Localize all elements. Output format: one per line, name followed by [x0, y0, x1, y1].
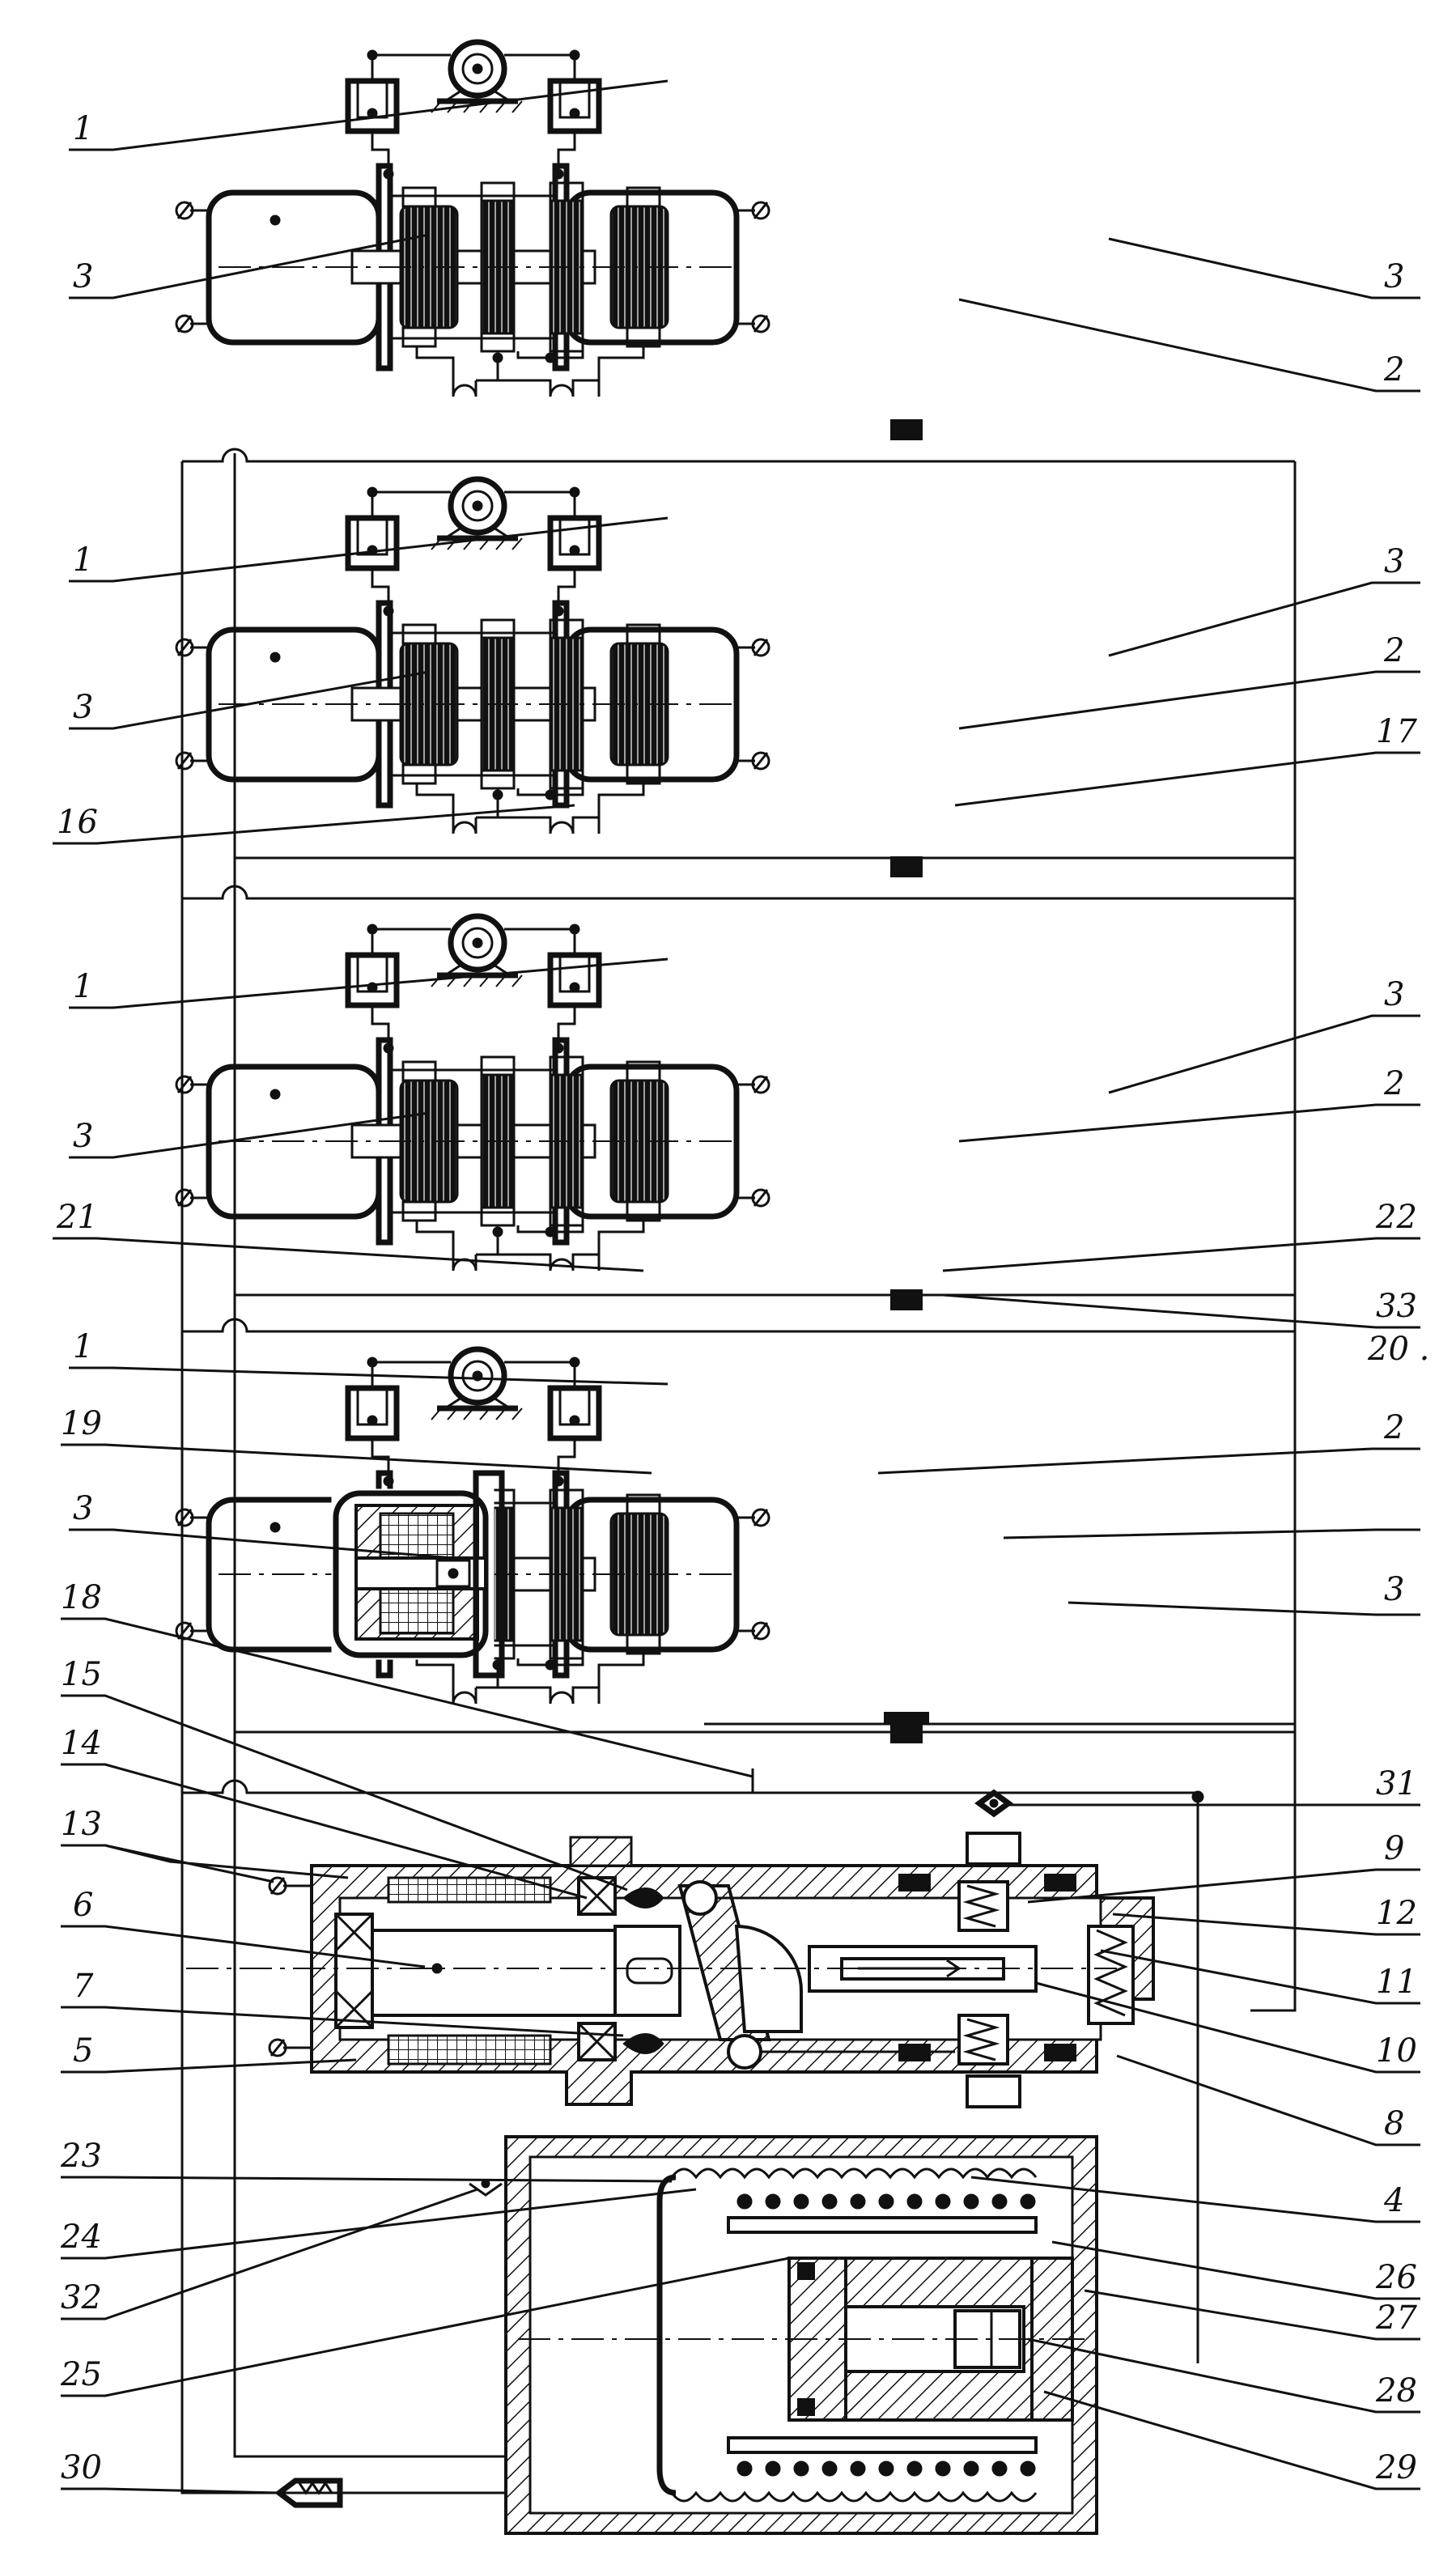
- machine-stage-2: [176, 479, 769, 834]
- label-26: 26: [1375, 2259, 1417, 2296]
- label-2b: 2: [1383, 632, 1404, 669]
- label-4: 4: [1383, 2182, 1404, 2219]
- label-30: 30: [61, 2449, 102, 2486]
- label-8: 8: [1384, 2105, 1404, 2142]
- label-3d: 3: [73, 689, 93, 726]
- label-15: 15: [61, 1656, 102, 1693]
- electromagnet-actuator: [332, 1473, 502, 1675]
- label-32: 32: [61, 2279, 102, 2316]
- label-3h: 3: [1384, 1571, 1404, 1608]
- label-5: 5: [73, 2032, 93, 2070]
- label-3c: 3: [1384, 543, 1404, 580]
- label-18: 18: [61, 1579, 102, 1616]
- label-3f: 3: [73, 1118, 93, 1155]
- label-16: 16: [57, 804, 98, 841]
- label-13: 13: [61, 1806, 102, 1843]
- label-17: 17: [1376, 713, 1417, 750]
- part-labels: 1 3 3 2 1 3 3 2 17 16 1 3 3 2 21 22 33 1…: [56, 110, 1429, 2486]
- label-19: 19: [61, 1405, 102, 1442]
- label-33: 33: [1376, 1288, 1417, 1325]
- label-3b: 3: [1384, 258, 1404, 295]
- label-25: 25: [60, 2356, 102, 2393]
- label-3g: 3: [73, 1490, 93, 1527]
- label-6: 6: [73, 1887, 93, 1924]
- label-3e: 3: [1384, 976, 1404, 1013]
- label-28: 28: [1375, 2372, 1417, 2410]
- leader-lines: [53, 81, 1420, 2493]
- label-23: 23: [60, 2138, 102, 2175]
- label-1d: 1: [73, 1328, 93, 1365]
- label-10: 10: [1376, 2032, 1417, 2070]
- label-22: 22: [1375, 1199, 1417, 1236]
- label-11: 11: [1376, 1964, 1417, 2001]
- label-2c: 2: [1383, 1065, 1404, 1102]
- label-1c: 1: [73, 968, 93, 1005]
- label-7: 7: [73, 1968, 94, 2005]
- label-2d: 2: [1383, 1409, 1404, 1446]
- label-29: 29: [1375, 2449, 1417, 2486]
- machine-stage-3: [176, 916, 769, 1271]
- hydraulic-block: [186, 1793, 1153, 2107]
- label-1a: 1: [73, 110, 93, 147]
- label-14: 14: [61, 1725, 102, 1762]
- label-20: 20 .: [1367, 1331, 1429, 1368]
- label-3a: 3: [73, 258, 93, 295]
- label-2a: 2: [1383, 351, 1404, 388]
- label-1b: 1: [73, 541, 93, 579]
- label-31: 31: [1376, 1765, 1417, 1802]
- label-24: 24: [60, 2218, 102, 2256]
- label-21: 21: [56, 1199, 98, 1236]
- line-valves: [884, 419, 929, 1743]
- label-12: 12: [1376, 1895, 1417, 1932]
- label-9: 9: [1384, 1830, 1404, 1867]
- label-27: 27: [1375, 2299, 1417, 2337]
- machine-stage-1: [176, 42, 769, 397]
